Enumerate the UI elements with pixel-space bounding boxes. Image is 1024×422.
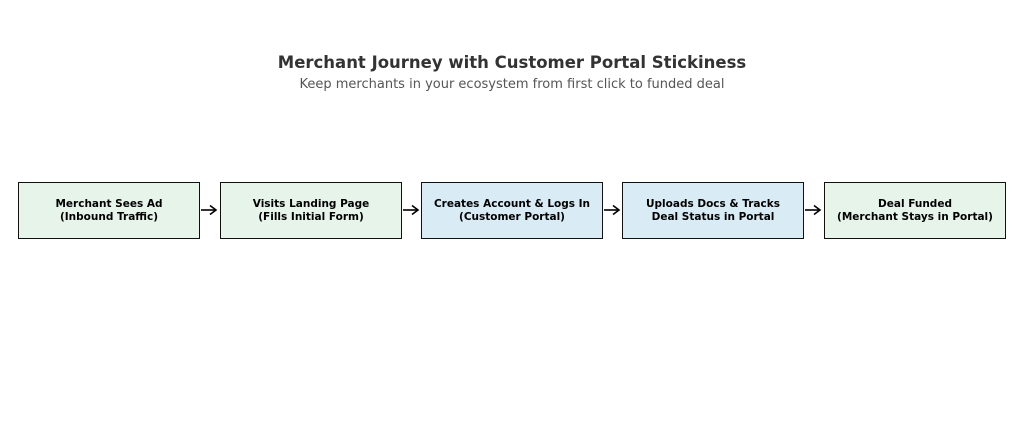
- arrow-right-icon: [604, 204, 621, 216]
- step-label-line1: Merchant Sees Ad: [55, 198, 163, 210]
- step-label-line2: (Merchant Stays in Portal): [837, 210, 993, 223]
- step-label-line2: (Inbound Traffic): [59, 210, 159, 223]
- step-deal-funded: Deal Funded (Merchant Stays in Portal): [824, 182, 1006, 239]
- step-uploads-docs: Uploads Docs & Tracks Deal Status in Por…: [622, 182, 804, 239]
- step-label-line1: Visits Landing Page: [252, 198, 370, 210]
- step-label-line2: (Customer Portal): [459, 210, 565, 223]
- step-label-line2: Deal Status in Portal: [651, 210, 775, 223]
- arrow-right-icon: [805, 204, 822, 216]
- arrow-right-icon: [201, 204, 218, 216]
- step-merchant-sees-ad: Merchant Sees Ad (Inbound Traffic): [18, 182, 200, 239]
- step-label-line2: (Fills Initial Form): [258, 210, 364, 223]
- step-label-line1: Deal Funded: [878, 198, 952, 210]
- diagram-subtitle: Keep merchants in your ecosystem from fi…: [299, 77, 725, 92]
- step-label-line1: Creates Account & Logs In: [433, 198, 591, 210]
- step-label-line1: Uploads Docs & Tracks: [646, 198, 780, 210]
- diagram-title: Merchant Journey with Customer Portal St…: [277, 53, 747, 72]
- step-creates-account: Creates Account & Logs In (Customer Port…: [421, 182, 603, 239]
- arrow-right-icon: [403, 204, 420, 216]
- step-visits-landing-page: Visits Landing Page (Fills Initial Form): [220, 182, 402, 239]
